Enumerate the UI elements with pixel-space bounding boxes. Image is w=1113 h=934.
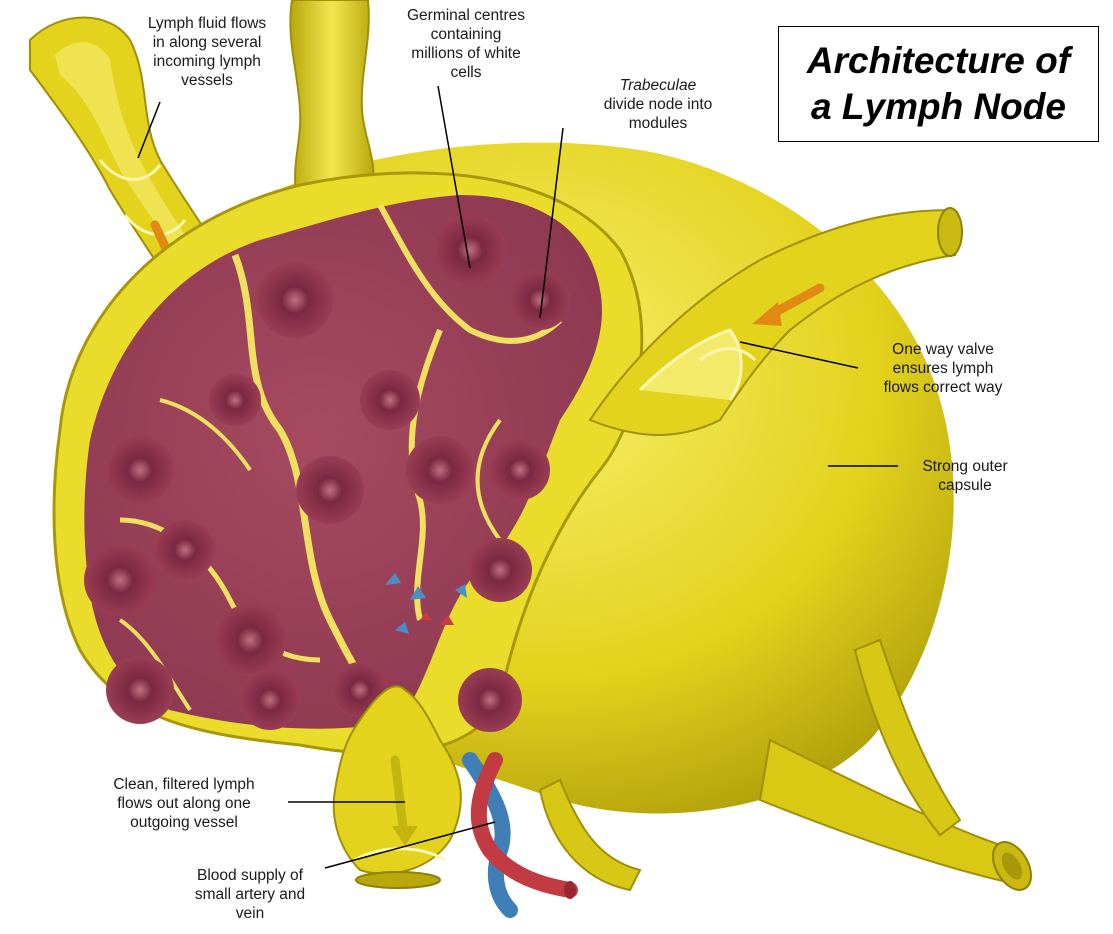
top-vessel [289, 0, 375, 197]
leader-trabeculae [539, 127, 564, 319]
leader-lines [137, 85, 898, 869]
lower-right-vessels [538, 638, 1032, 892]
node-tissue [84, 195, 602, 732]
artery [470, 752, 578, 898]
title-box: Architecture of a Lymph Node [778, 26, 1099, 142]
label-germinal-centres: Germinal centres containing millions of … [406, 7, 525, 81]
leader-blood [324, 821, 496, 869]
outgoing-vessel [332, 685, 462, 889]
leader-valve [739, 341, 859, 369]
title-line-2: a Lymph Node [811, 86, 1066, 127]
label-lymph-in: Lymph fluid flows in along several incom… [147, 15, 267, 89]
valve-vessel [588, 207, 963, 436]
valve-flow-arrowhead [752, 302, 782, 326]
label-blood-supply: Blood supply of small artery and vein [194, 867, 306, 922]
label-outflow: Clean, filtered lymph flows out along on… [113, 776, 255, 831]
title-line-1: Architecture of [806, 40, 1071, 81]
leader-germinal [437, 85, 471, 269]
label-trabeculae: Trabeculae divide node into modules [603, 77, 713, 132]
leader-lymph-in [137, 101, 161, 159]
blood-vessels [462, 752, 578, 918]
label-valve: One way valve ensures lymph flows correc… [883, 341, 1003, 396]
label-capsule: Strong outer capsule [922, 458, 1008, 494]
